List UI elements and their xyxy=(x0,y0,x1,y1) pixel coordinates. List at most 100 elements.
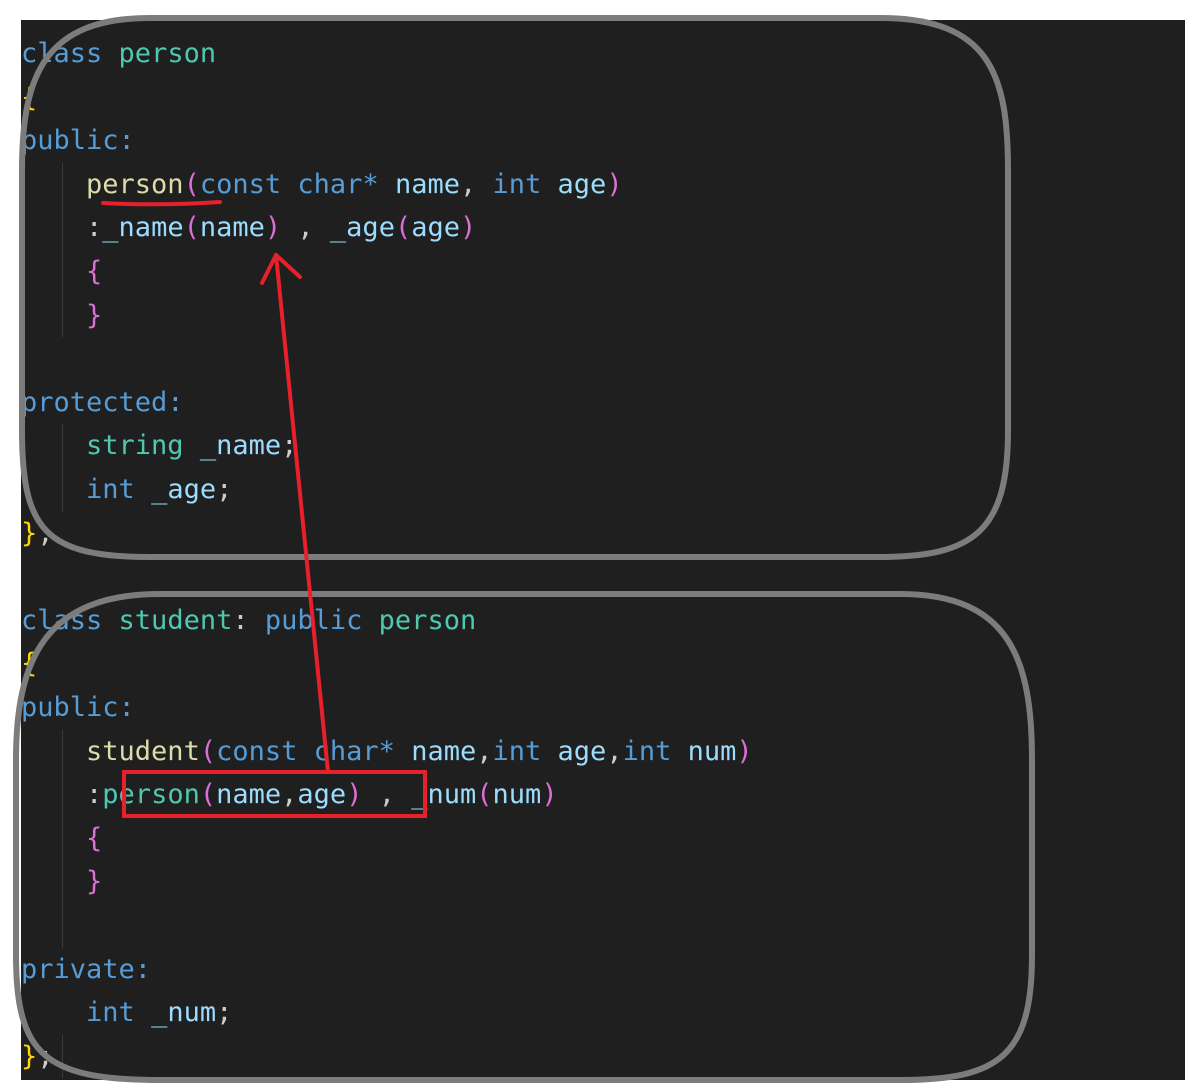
code-line-4[interactable]: person(const char* name, int age) xyxy=(21,163,623,207)
code-token: ( xyxy=(199,779,217,811)
code-line-18[interactable]: :person(name,age) , _num(num) xyxy=(21,773,558,817)
code-token xyxy=(102,38,118,69)
code-token: _name xyxy=(102,212,184,244)
code-token: _age xyxy=(329,212,395,244)
code-token xyxy=(379,169,395,200)
code-line-1[interactable]: class person xyxy=(21,32,216,76)
code-line-3[interactable]: public: xyxy=(21,119,135,163)
code-token: _age xyxy=(151,474,217,505)
code-token: age xyxy=(411,212,460,244)
code-token: protected: xyxy=(21,386,184,418)
code-token: } xyxy=(86,299,103,331)
code-token: , xyxy=(281,779,298,811)
code-token xyxy=(362,605,378,636)
code-token: char* xyxy=(297,168,379,200)
code-token: ; xyxy=(37,1040,54,1072)
code-line-24[interactable]: }; xyxy=(21,1035,54,1079)
code-token: ( xyxy=(183,168,200,200)
code-token: { xyxy=(21,81,38,113)
code-token: name xyxy=(199,212,265,244)
code-token: class xyxy=(21,38,103,69)
code-token: , xyxy=(362,779,412,811)
code-token: } xyxy=(86,866,103,898)
code-token: ) xyxy=(346,779,363,811)
code-token: , xyxy=(606,735,623,767)
code-token: ) xyxy=(606,168,623,200)
code-token: , xyxy=(459,168,493,200)
code-token xyxy=(21,212,86,243)
code-token: private: xyxy=(21,953,152,985)
code-line-16[interactable]: public: xyxy=(21,686,135,730)
code-line-22[interactable]: private: xyxy=(21,948,151,992)
code-token: person xyxy=(378,604,477,636)
code-token xyxy=(21,997,86,1028)
code-token: ; xyxy=(37,517,54,549)
code-token: num xyxy=(492,779,542,811)
code-line-14[interactable]: class student: public person xyxy=(21,599,476,643)
code-line-19[interactable]: { xyxy=(21,817,102,861)
code-token xyxy=(21,256,86,287)
code-token xyxy=(21,866,86,897)
code-token: int xyxy=(492,735,542,767)
code-line-17[interactable]: student(const char* name,int age,int num… xyxy=(21,730,753,774)
code-token: char* xyxy=(313,735,395,767)
code-token: ( xyxy=(394,212,412,244)
code-token: ) xyxy=(264,212,282,244)
code-line-7[interactable]: } xyxy=(21,294,102,338)
code-token xyxy=(541,736,557,767)
code-line-5[interactable]: :_name(name) , _age(age) xyxy=(21,206,476,250)
indent-guide xyxy=(62,1034,63,1079)
code-token: int xyxy=(492,168,542,200)
code-token: student xyxy=(118,604,233,636)
code-token xyxy=(21,300,86,331)
code-token: student xyxy=(86,735,200,767)
code-token: person xyxy=(86,168,184,200)
code-line-20[interactable]: } xyxy=(21,860,102,904)
code-token: { xyxy=(86,822,103,854)
code-line-15[interactable]: { xyxy=(21,642,37,686)
code-line-9[interactable]: protected: xyxy=(21,381,184,425)
code-token xyxy=(21,736,86,767)
code-token: person xyxy=(118,38,217,69)
code-token: age xyxy=(297,779,347,811)
code-line-10[interactable]: string _name; xyxy=(21,424,297,468)
code-token xyxy=(21,474,86,505)
code-token: name xyxy=(216,779,282,811)
code-line-12[interactable]: }; xyxy=(21,512,54,556)
code-token xyxy=(21,430,86,461)
code-token: , xyxy=(281,212,330,244)
code-token: , xyxy=(476,735,493,767)
code-token: ; xyxy=(281,430,298,462)
code-token xyxy=(135,474,151,505)
code-token: age xyxy=(557,735,607,767)
code-token: string xyxy=(86,430,184,462)
code-token xyxy=(21,169,86,200)
code-line-6[interactable]: { xyxy=(21,250,102,294)
code-token: { xyxy=(86,256,103,287)
code-token xyxy=(102,605,118,636)
code-line-2[interactable]: { xyxy=(21,76,37,120)
code-token: person xyxy=(102,779,200,811)
code-line-23[interactable]: int _num; xyxy=(21,991,232,1035)
code-token: ; xyxy=(216,997,233,1029)
code-token: const xyxy=(216,735,298,767)
code-token: } xyxy=(21,1040,38,1072)
code-editor[interactable]: class person{public: person(const char* … xyxy=(21,20,1185,1080)
code-token: : xyxy=(86,779,103,811)
code-token: int xyxy=(86,997,135,1029)
code-token xyxy=(21,823,86,854)
code-token: ( xyxy=(476,779,493,811)
code-token: name xyxy=(411,735,477,767)
code-line-11[interactable]: int _age; xyxy=(21,468,232,512)
code-token: ( xyxy=(183,212,200,244)
code-token: age xyxy=(557,168,607,200)
code-token: : xyxy=(86,212,103,244)
code-token: int xyxy=(86,474,135,505)
code-token: public: xyxy=(21,125,135,157)
code-token: public xyxy=(264,604,363,636)
code-token: ) xyxy=(736,735,753,767)
code-token xyxy=(184,430,200,461)
code-token: const xyxy=(199,168,282,200)
code-token xyxy=(135,997,151,1028)
code-token: ) xyxy=(541,779,558,811)
